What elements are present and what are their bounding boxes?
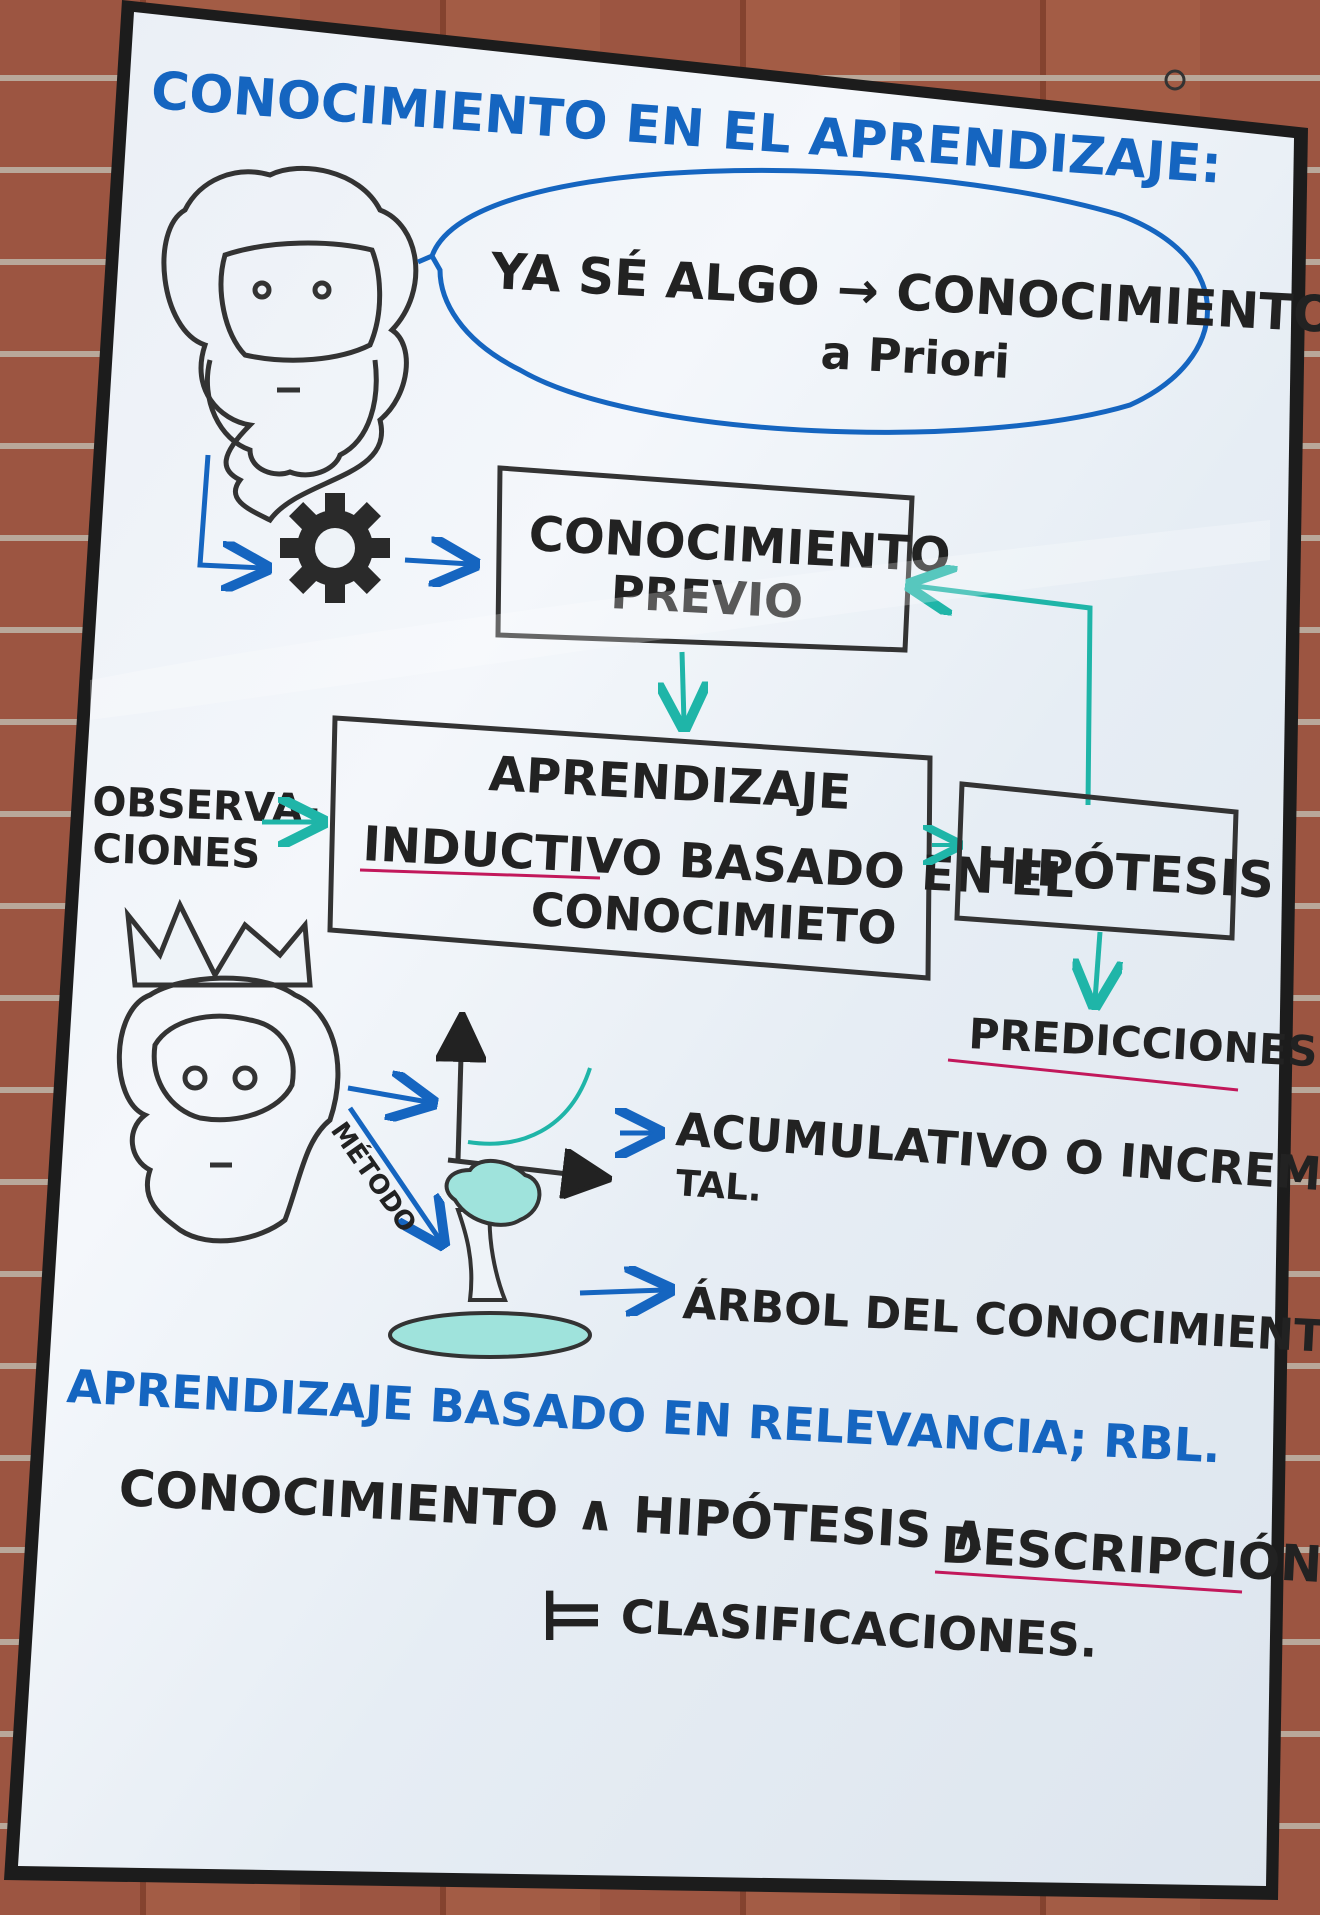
growth-graph-icon	[448, 1022, 602, 1178]
descripcion-underline	[934, 1570, 1243, 1594]
metodo-arrow	[347, 1106, 440, 1240]
down-right-arrow	[197, 454, 262, 568]
tree-icon	[388, 1158, 592, 1359]
gear-icon	[280, 493, 390, 603]
bubble-line-2: a Priori	[819, 325, 1011, 389]
entails-symbol: ⊨	[540, 1575, 604, 1657]
acumulativo-line-2: TAL.	[674, 1163, 763, 1210]
thinker-face-icon	[161, 166, 419, 524]
hook-icon	[1164, 69, 1186, 91]
crowned-face-icon	[116, 898, 341, 1244]
predicciones-underline	[947, 1058, 1239, 1092]
box-hipotesis	[954, 781, 1239, 941]
box-conocimiento-previo	[495, 465, 915, 653]
tree-to-arbol-arrow	[579, 1290, 665, 1293]
gear-to-previo-arrow	[404, 560, 470, 564]
previo-to-aprendizaje-arrow	[682, 651, 684, 722]
thought-bubble	[417, 167, 1210, 435]
box-aprendizaje-inductivo	[327, 715, 933, 981]
inductivo-underline	[359, 868, 601, 880]
hipotesis-to-predicciones-arrow	[1095, 931, 1100, 1000]
observaciones-line-2: CIONES	[92, 826, 261, 878]
previo-line-2: PREVIO	[609, 565, 804, 629]
face-to-graph-arrow	[347, 1088, 428, 1102]
hipotesis-to-previo-arrow	[915, 586, 1093, 806]
observaciones-line-1: OBSERVA-	[92, 779, 321, 833]
light-glare	[90, 520, 1270, 720]
